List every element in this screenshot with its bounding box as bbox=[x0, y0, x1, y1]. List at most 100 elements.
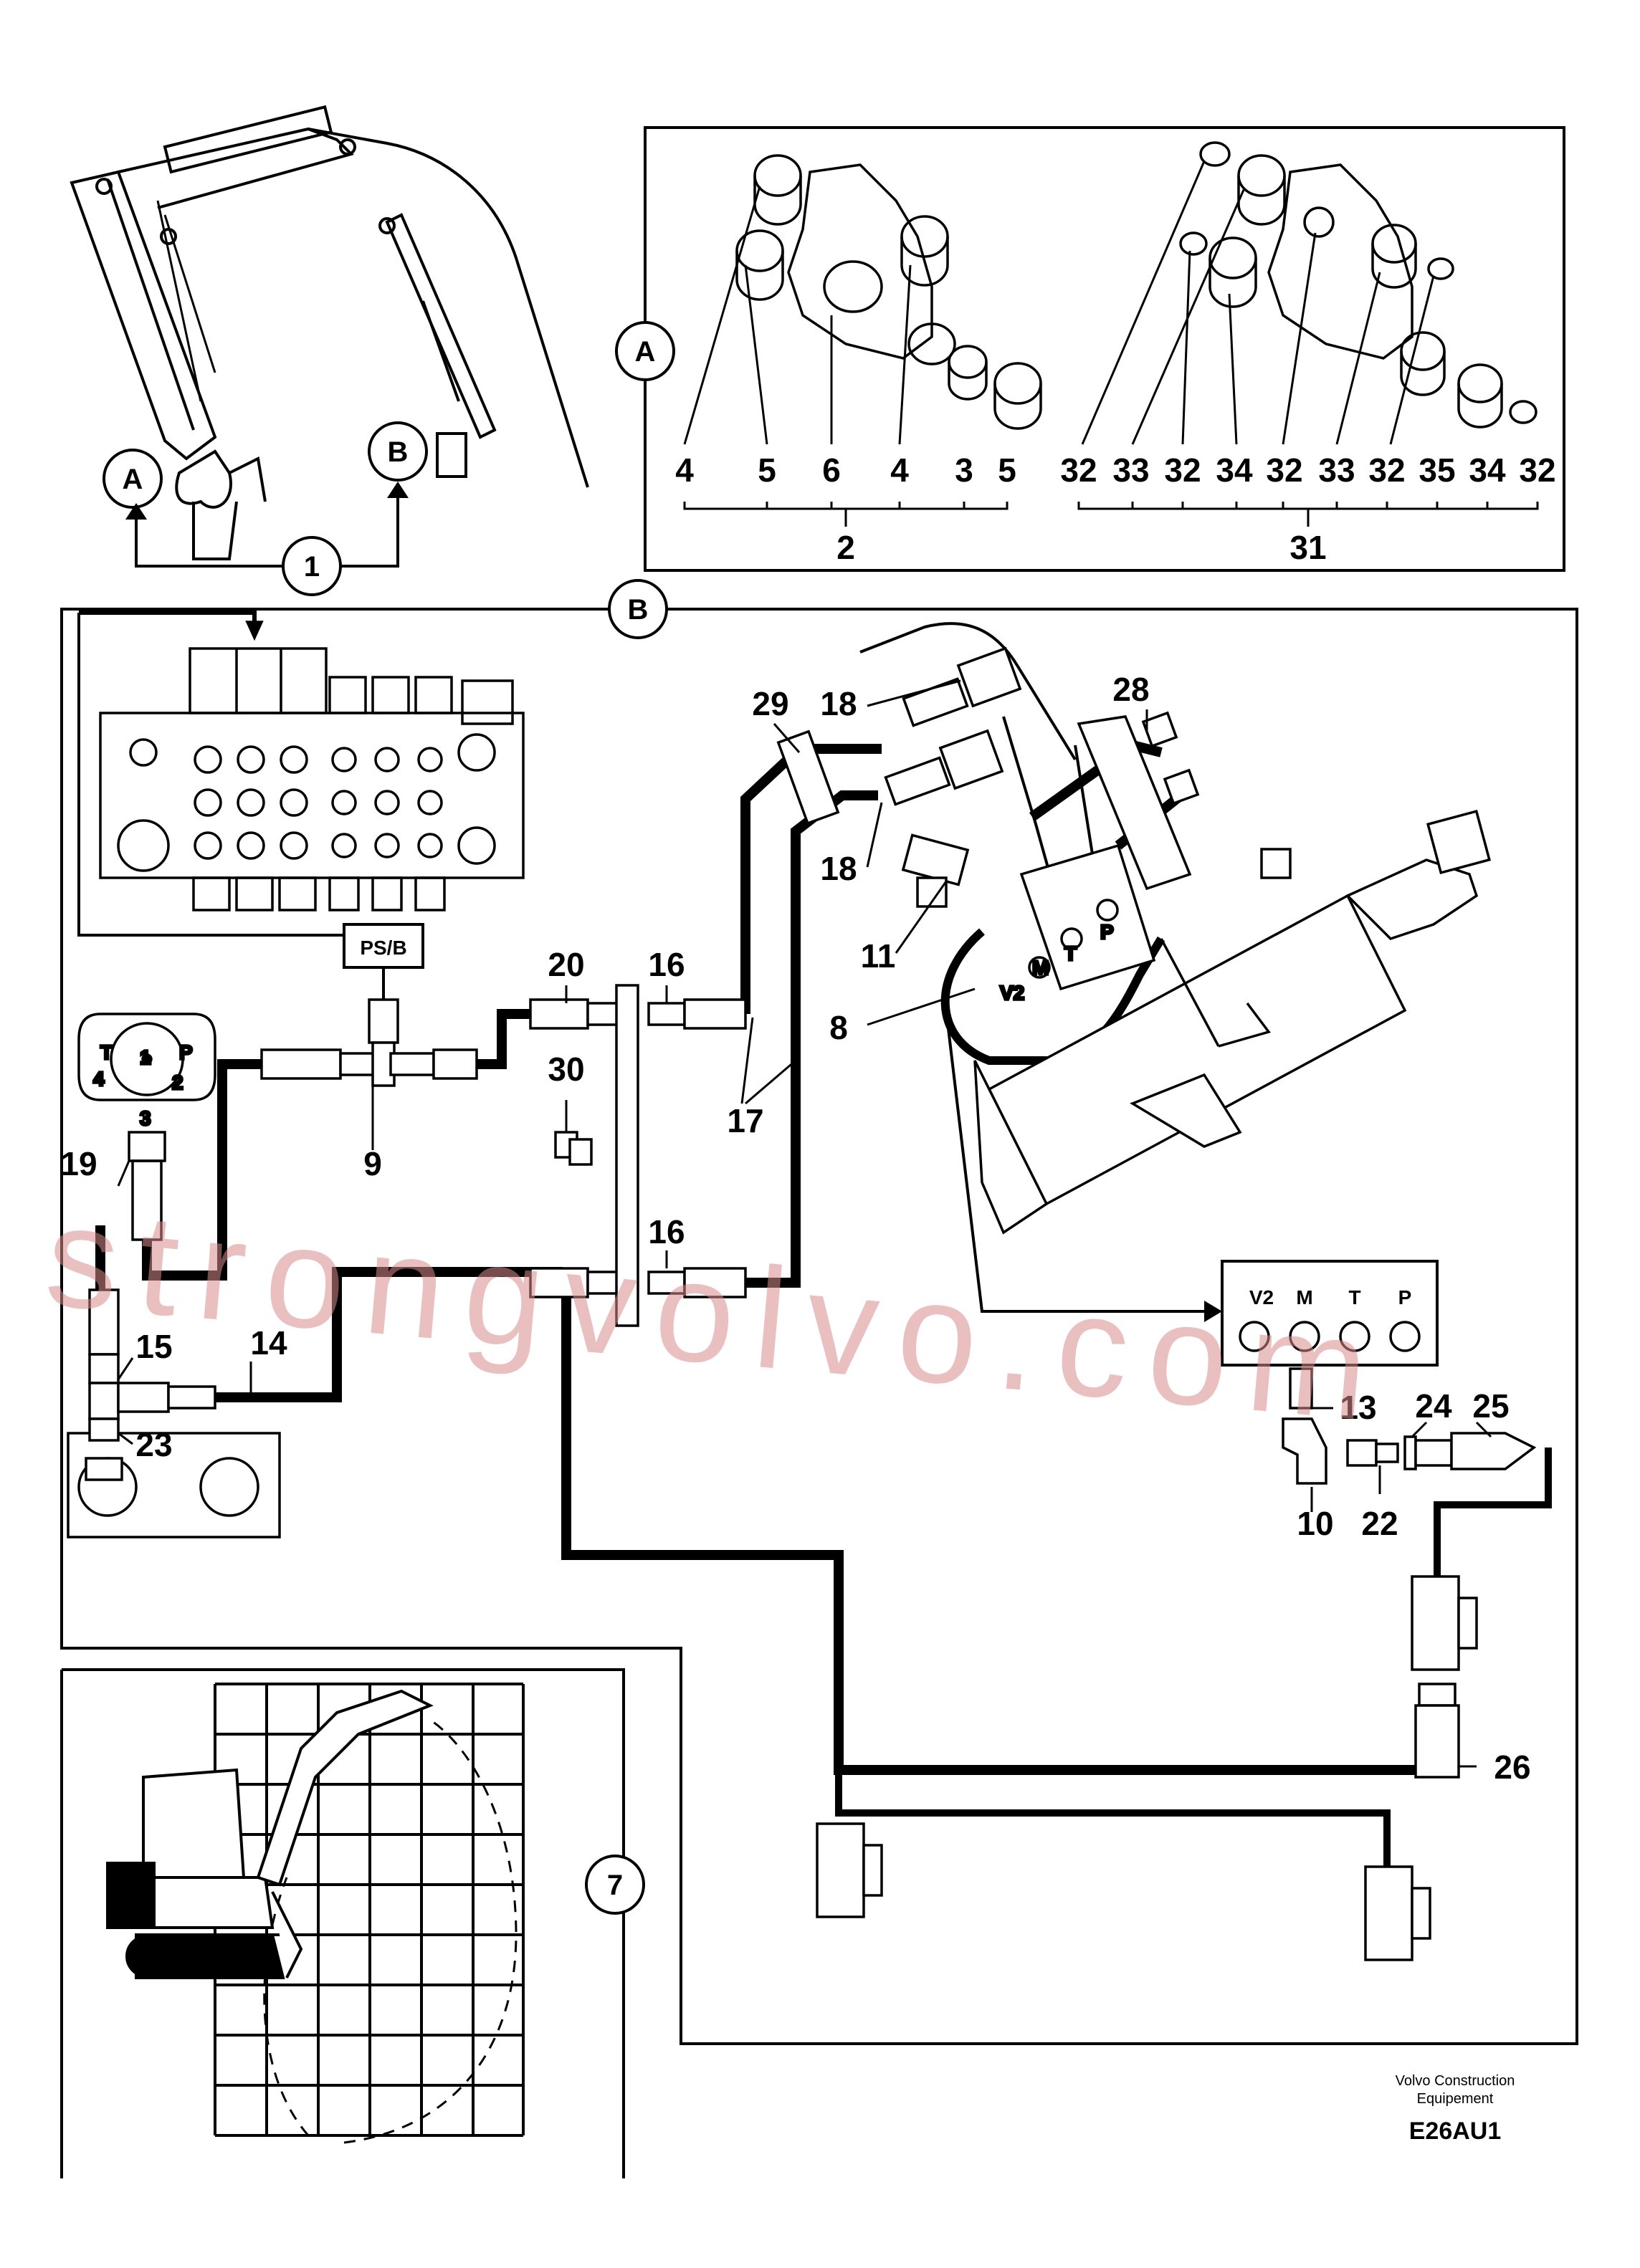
pressure-switch-fittings bbox=[816, 1367, 1537, 1961]
svg-text:1: 1 bbox=[140, 1046, 151, 1068]
svg-text:T: T bbox=[100, 1041, 113, 1063]
hose-9-left bbox=[142, 1059, 262, 1281]
svg-text:B: B bbox=[628, 594, 649, 626]
arrow-to-valve-block bbox=[1204, 1301, 1222, 1322]
svg-text:15: 15 bbox=[135, 1328, 172, 1365]
hose-17-top bbox=[740, 744, 882, 1014]
svg-text:T: T bbox=[1064, 942, 1077, 965]
svg-text:8: 8 bbox=[829, 1009, 848, 1046]
excavator-silhouette bbox=[106, 1689, 434, 1979]
svg-text:18: 18 bbox=[820, 685, 857, 722]
svg-text:11: 11 bbox=[861, 937, 896, 975]
svg-text:Volvo Construction: Volvo Construction bbox=[1396, 2073, 1515, 2089]
svg-text:Equipement: Equipement bbox=[1417, 2091, 1494, 2107]
svg-text:P: P bbox=[179, 1041, 193, 1063]
svg-text:4: 4 bbox=[890, 451, 909, 489]
banjo-fittings bbox=[776, 646, 1022, 908]
detail-a-parts bbox=[615, 141, 1538, 430]
svg-text:B: B bbox=[388, 436, 409, 468]
svg-text:17: 17 bbox=[727, 1102, 763, 1139]
svg-text:23: 23 bbox=[135, 1426, 172, 1463]
detail-b-callouts: 29 18 18 28 11 8 20 16 17 30 16 9 19 15 … bbox=[60, 671, 1530, 1786]
svg-text:32: 32 bbox=[1060, 451, 1097, 489]
svg-text:P: P bbox=[1398, 1286, 1412, 1308]
svg-text:18: 18 bbox=[820, 850, 857, 887]
frames bbox=[60, 126, 1578, 2178]
svg-text:P: P bbox=[1100, 921, 1114, 943]
svg-text:1: 1 bbox=[304, 551, 320, 583]
pump-unit: T 1 P 4 2 3 bbox=[67, 1013, 281, 1539]
svg-text:32: 32 bbox=[1164, 451, 1201, 489]
svg-text:6: 6 bbox=[822, 451, 841, 489]
svg-text:4: 4 bbox=[675, 451, 694, 489]
svg-text:M: M bbox=[1296, 1286, 1312, 1308]
callout-7: 7 bbox=[585, 1855, 645, 1915]
svg-text:2: 2 bbox=[836, 529, 855, 566]
footer: Volvo Construction Equipement E26AU1 bbox=[1396, 2073, 1515, 2145]
svg-text:16: 16 bbox=[648, 946, 685, 983]
svg-text:14: 14 bbox=[250, 1324, 287, 1362]
swing-cylinder: V2 M T P bbox=[973, 711, 1492, 1235]
svg-text:31: 31 bbox=[1289, 529, 1326, 566]
svg-text:T: T bbox=[1348, 1286, 1360, 1308]
svg-text:13: 13 bbox=[1340, 1389, 1376, 1426]
hose-8-loop bbox=[940, 928, 1165, 1065]
svg-text:5: 5 bbox=[998, 451, 1016, 489]
svg-text:20: 20 bbox=[548, 946, 584, 983]
svg-text:25: 25 bbox=[1472, 1387, 1509, 1425]
control-valve-block bbox=[77, 611, 525, 937]
callout-a-left: A bbox=[102, 449, 163, 509]
svg-text:3: 3 bbox=[955, 451, 973, 489]
svg-text:10: 10 bbox=[1297, 1505, 1333, 1542]
svg-text:4: 4 bbox=[93, 1068, 105, 1090]
hose-17-mid bbox=[745, 790, 878, 1288]
svg-text:3: 3 bbox=[140, 1107, 151, 1129]
svg-text:30: 30 bbox=[548, 1051, 584, 1088]
svg-text:32: 32 bbox=[1519, 451, 1555, 489]
svg-text:V2: V2 bbox=[1000, 982, 1024, 1004]
detail-a-callouts: 4 5 6 4 3 5 2 32 33 32 34 32 33 32 35 34… bbox=[675, 451, 1555, 566]
hose-14 bbox=[95, 1225, 563, 1402]
svg-text:7: 7 bbox=[607, 1870, 623, 1901]
svg-text:33: 33 bbox=[1112, 451, 1149, 489]
hose-26-bottom bbox=[835, 1770, 1391, 1867]
svg-text:M: M bbox=[1032, 957, 1049, 979]
hose-25 bbox=[1434, 1448, 1552, 1576]
svg-text:22: 22 bbox=[1361, 1505, 1398, 1542]
svg-text:16: 16 bbox=[648, 1213, 685, 1250]
hose-9-right bbox=[477, 1009, 530, 1069]
svg-text:34: 34 bbox=[1216, 451, 1253, 489]
psb-box: PS/B bbox=[343, 923, 424, 969]
svg-text:33: 33 bbox=[1318, 451, 1355, 489]
svg-text:19: 19 bbox=[60, 1145, 97, 1182]
svg-text:PS/B: PS/B bbox=[360, 937, 406, 959]
svg-text:A: A bbox=[123, 464, 143, 495]
svg-text:26: 26 bbox=[1494, 1748, 1530, 1786]
boom-arm-illustration bbox=[70, 105, 589, 560]
callout-b-left: B bbox=[368, 421, 428, 482]
fittings bbox=[88, 984, 747, 1442]
frame-detail-7 bbox=[62, 1668, 625, 2178]
svg-text:28: 28 bbox=[1112, 671, 1149, 708]
svg-text:2: 2 bbox=[172, 1071, 183, 1094]
valve-block-bottom: V2 M T P bbox=[1221, 1260, 1439, 1367]
svg-text:29: 29 bbox=[752, 685, 788, 722]
svg-text:35: 35 bbox=[1419, 451, 1455, 489]
svg-text:V2: V2 bbox=[1249, 1286, 1274, 1308]
svg-text:5: 5 bbox=[758, 451, 776, 489]
svg-text:9: 9 bbox=[363, 1145, 382, 1182]
detail-7-grid bbox=[214, 1683, 525, 2144]
svg-text:E26AU1: E26AU1 bbox=[1409, 2118, 1502, 2145]
watermark: strongvolvo.com bbox=[40, 1176, 1393, 1453]
callout-1: 1 bbox=[125, 482, 409, 596]
svg-text:32: 32 bbox=[1368, 451, 1405, 489]
svg-text:32: 32 bbox=[1266, 451, 1302, 489]
svg-text:34: 34 bbox=[1469, 451, 1506, 489]
detail-a-label: A bbox=[635, 336, 656, 368]
frame-detail-b bbox=[60, 608, 1578, 2045]
detail-b-label: B bbox=[608, 579, 668, 639]
detail-b-leaders bbox=[117, 679, 1492, 1768]
detail-a-leaders bbox=[683, 161, 1539, 527]
svg-text:24: 24 bbox=[1415, 1387, 1452, 1425]
